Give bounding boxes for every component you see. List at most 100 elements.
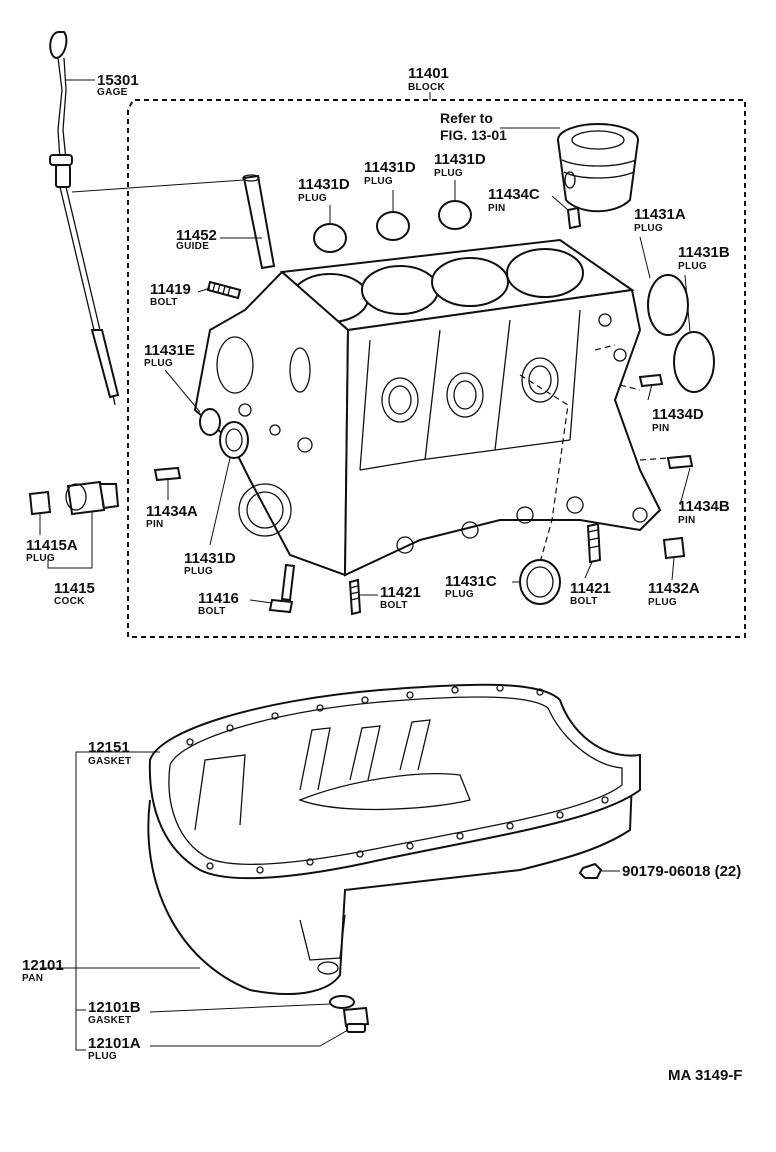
callout-12101b-name: GASKET — [88, 1015, 131, 1026]
callout-11416: 11416 BOLT — [198, 590, 239, 617]
callout-11415-name: COCK — [54, 596, 85, 607]
callout-11452-number: 11452 — [176, 227, 217, 244]
callout-12101a-number: 12101A — [88, 1035, 141, 1052]
leader-lines — [39, 79, 691, 1051]
callout-11431d-a: 11431D PLUG — [298, 176, 350, 204]
bolt-11421-a-drawing — [348, 578, 362, 616]
callout-11416-name: BOLT — [198, 606, 226, 617]
callout-11432a-name: PLUG — [648, 597, 677, 608]
callout-11431d-c-name: PLUG — [434, 168, 463, 179]
callout-11431d-c: 11431D PLUG — [434, 151, 486, 179]
callout-11431c-name: PLUG — [445, 589, 474, 600]
callout-11431e-name: PLUG — [144, 358, 173, 369]
figure-code: MA 3149-F — [668, 1067, 742, 1084]
callout-11432a-number: 11432A — [648, 580, 700, 597]
callout-11434d: 11434D PIN — [652, 406, 704, 434]
callout-11416-number: 11416 — [198, 590, 239, 607]
callout-11421-b: 11421 BOLT — [570, 580, 611, 607]
callout-12101-number: 12101 — [22, 957, 64, 974]
callout-11434b-number: 11434B — [678, 498, 730, 515]
callout-11434a-name: PIN — [146, 519, 164, 530]
callout-11419-name: BOLT — [150, 297, 178, 308]
pin-11434d-drawing — [638, 373, 664, 388]
callout-11431c-number: 11431C — [445, 573, 497, 590]
pin-11434b-drawing — [666, 454, 694, 470]
callout-11419: 11419 BOLT — [150, 281, 191, 308]
callout-11421-a-name: BOLT — [380, 600, 408, 611]
callout-15301-name: GAGE — [97, 87, 128, 98]
callout-11431a-number: 11431A — [634, 206, 686, 223]
callout-11434b-name: PIN — [678, 515, 696, 526]
plug-11432a-drawing — [662, 536, 686, 560]
callout-11401-number: 11401 — [408, 65, 449, 82]
callout-11431d-d: 11431D PLUG — [184, 550, 236, 577]
pin-11434c-drawing — [566, 206, 582, 230]
bolt-11421-b-drawing — [586, 522, 602, 564]
callout-12101-name: PAN — [22, 973, 43, 984]
callout-11431d-b-name: PLUG — [364, 176, 393, 187]
callout-11431b-name: PLUG — [678, 261, 707, 272]
callout-11421-b-number: 11421 — [570, 580, 611, 597]
callout-11421-a-number: 11421 — [380, 584, 421, 601]
callout-11415a-name: PLUG — [26, 553, 55, 564]
callout-11431d-b-number: 11431D — [364, 159, 416, 176]
callout-90179-number: 90179-06018 (22) — [622, 863, 741, 880]
plug-11431d-c-drawing — [438, 200, 472, 230]
callout-11431d-a-number: 11431D — [298, 176, 350, 193]
callout-11434c: 11434C PIN — [488, 186, 540, 214]
callout-11434c-name: PIN — [488, 203, 506, 214]
callout-11434a: 11434A PIN — [146, 503, 198, 530]
drain-plug-gasket-drawing — [329, 995, 355, 1009]
callout-11452: 11452 GUIDE — [176, 227, 217, 252]
plug-11431e-drawing — [199, 408, 221, 436]
callout-11415a: 11415A PLUG — [26, 537, 78, 564]
callout-11432a: 11432A PLUG — [648, 580, 700, 608]
refer-line-1: Refer to — [440, 110, 493, 126]
callout-12151: 12151 GASKET — [88, 739, 131, 767]
callout-11431e-number: 11431E — [144, 342, 195, 359]
oil-pan-drawing — [147, 683, 641, 996]
callout-15301-number: 15301 — [97, 72, 139, 89]
callout-refer-fig: Refer to FIG. 13-01 — [440, 110, 507, 143]
pin-11434a-drawing — [153, 466, 182, 482]
pan-bolt-holes — [186, 684, 609, 874]
callout-11401-name: BLOCK — [408, 82, 446, 93]
callout-12101a: 12101A PLUG — [88, 1035, 141, 1062]
callout-11431a-name: PLUG — [634, 223, 663, 234]
callout-12101a-name: PLUG — [88, 1051, 117, 1062]
plug-11431b-drawing — [673, 331, 715, 393]
drain-plug-drawing — [342, 1006, 370, 1033]
callout-11401: 11401 BLOCK — [408, 65, 449, 93]
cylinder-block-drawing — [193, 238, 669, 581]
drain-plug-11415a-drawing — [28, 490, 52, 516]
bolt-11416-drawing — [268, 563, 296, 614]
callout-11421-a: 11421 BOLT — [380, 584, 421, 611]
callout-11431d-a-name: PLUG — [298, 193, 327, 204]
callout-12151-name: GASKET — [88, 756, 131, 767]
callout-11431d-b: 11431D PLUG — [364, 159, 416, 187]
stud-11419-drawing — [206, 280, 242, 300]
callout-11431d-d-number: 11431D — [184, 550, 236, 567]
callout-11419-number: 11419 — [150, 281, 191, 298]
oil-level-gage-drawing — [49, 31, 120, 406]
callout-11434d-name: PIN — [652, 423, 670, 434]
callout-11431e: 11431E PLUG — [144, 342, 195, 369]
callout-12101b: 12101B GASKET — [88, 999, 141, 1026]
callout-11415a-number: 11415A — [26, 537, 78, 554]
callout-15301: 15301 GAGE — [97, 72, 139, 98]
callout-12101: 12101 PAN — [22, 957, 64, 984]
callout-11434a-number: 11434A — [146, 503, 198, 520]
callout-11431a: 11431A PLUG — [634, 206, 686, 234]
callout-11431d-d-name: PLUG — [184, 566, 213, 577]
callout-11431c: 11431C PLUG — [445, 573, 497, 600]
callout-11434b: 11434B PIN — [678, 498, 730, 526]
pan-bolt-drawing — [578, 862, 603, 879]
callout-11415: 11415 COCK — [54, 580, 95, 607]
piston-reference-drawing — [557, 123, 639, 213]
plug-11431d-a-drawing — [313, 223, 347, 253]
plug-11431d-d-drawing — [219, 421, 249, 459]
plug-11431d-b-drawing — [376, 211, 410, 241]
callout-11421-b-name: BOLT — [570, 596, 598, 607]
